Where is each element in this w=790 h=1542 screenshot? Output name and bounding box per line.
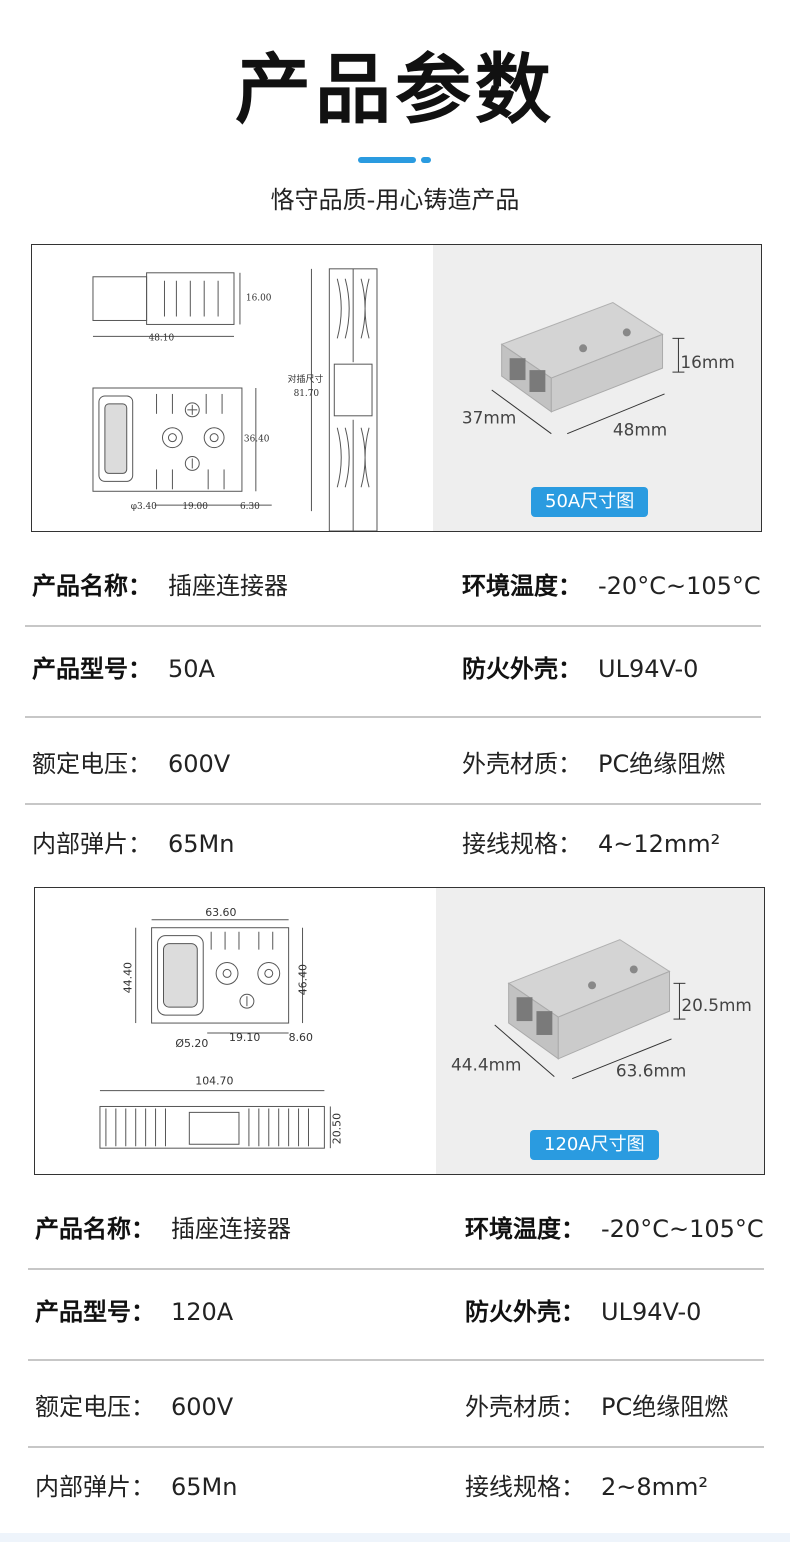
spec-value: 50A [168, 655, 215, 683]
dim-120a-hole-dia: Ø5.20 [175, 1037, 208, 1050]
spec-box-50a: 16.00 48.10 对插尺寸 81.70 36.40 φ3.40 19.00… [31, 244, 762, 532]
dim-120a-side-height: 20.50 [330, 1113, 343, 1144]
connector-illustration-120a: 20.5mm 44.4mm 63.6mm [451, 939, 752, 1081]
spec-value: 120A [171, 1298, 234, 1326]
title-accent-bar-dot [421, 157, 431, 163]
page-subtitle: 恪守品质-用心铸造产品 [270, 186, 520, 214]
spec-value: -20°C~105°C [598, 572, 761, 600]
row-divider [25, 625, 761, 627]
connector-illustration-50a: 16mm 37mm 48mm [462, 302, 735, 440]
drawing-120a-svg: 63.60 44.40 46.40 Ø5.20 19.10 8.60 104.7… [99, 906, 343, 1149]
title-accent-bar-long [358, 157, 416, 163]
spec-value: 600V [168, 750, 231, 778]
photo-120a-length: 63.6mm [616, 1061, 686, 1081]
photo-50a-width: 37mm [462, 408, 516, 428]
row-divider [28, 1446, 764, 1448]
dim-50a-hole-dia: φ3.40 [131, 502, 157, 512]
row-divider [28, 1359, 764, 1361]
dim-50a-mate-value: 81.70 [294, 389, 320, 399]
spec-label: 内部弹片： [32, 830, 152, 858]
drawing-50a-svg: 16.00 48.10 对插尺寸 81.70 36.40 φ3.40 19.00… [92, 268, 378, 531]
spec-value: -20°C~105°C [601, 1215, 764, 1243]
spec-row: 产品型号： 50A 防火外壳： UL94V-0 [0, 649, 790, 689]
dim-50a-pitch: 19.00 [182, 502, 208, 512]
spec-label: 产品型号： [32, 655, 152, 683]
technical-drawing-50a: 16.00 48.10 对插尺寸 81.70 36.40 φ3.40 19.00… [32, 245, 433, 531]
technical-drawing-120a: 63.60 44.40 46.40 Ø5.20 19.10 8.60 104.7… [35, 888, 436, 1174]
spec-label: 额定电压： [32, 750, 152, 778]
spec-value: 插座连接器 [168, 572, 288, 600]
dim-120a-width: 63.60 [205, 906, 236, 919]
spec-row: 产品名称： 插座连接器 环境温度： -20°C~105°C [0, 566, 790, 606]
bottom-band [0, 1533, 790, 1542]
size-badge-50a: 50A尺寸图 [531, 487, 649, 517]
spec-label: 接线规格： [462, 830, 582, 858]
spec-value: UL94V-0 [598, 655, 699, 683]
dim-50a-length: 48.10 [149, 333, 175, 343]
spec-value: 65Mn [171, 1473, 238, 1501]
spec-value: PC绝缘阻燃 [598, 750, 726, 778]
dim-50a-mate-label: 对插尺寸 [288, 373, 324, 385]
spec-label: 外壳材质： [462, 750, 582, 778]
spec-value: UL94V-0 [601, 1298, 702, 1326]
dim-120a-pitch: 19.10 [229, 1031, 260, 1044]
spec-value: 600V [171, 1393, 234, 1421]
photo-120a-width: 44.4mm [451, 1055, 521, 1075]
dim-120a-offset: 8.60 [289, 1031, 313, 1044]
spec-value: 65Mn [168, 830, 235, 858]
spec-label: 外壳材质： [465, 1393, 585, 1421]
spec-row: 额定电压： 600V 外壳材质： PC绝缘阻燃 [0, 744, 790, 784]
dim-50a-offset: 6.30 [240, 502, 260, 512]
spec-value: 4~12mm² [598, 830, 721, 858]
row-divider [25, 716, 761, 718]
size-badge-120a: 120A尺寸图 [530, 1130, 659, 1160]
spec-value: 2~8mm² [601, 1473, 709, 1501]
spec-row: 额定电压： 600V 外壳材质： PC绝缘阻燃 [0, 1387, 790, 1427]
spec-box-120a: 63.60 44.40 46.40 Ø5.20 19.10 8.60 104.7… [34, 887, 765, 1175]
spec-label: 内部弹片： [35, 1473, 155, 1501]
dim-120a-side-length: 104.70 [195, 1075, 233, 1088]
photo-50a-length: 48mm [613, 420, 667, 440]
spec-row: 产品名称： 插座连接器 环境温度： -20°C~105°C [0, 1209, 790, 1249]
spec-label: 产品型号： [35, 1298, 155, 1326]
spec-label: 产品名称： [32, 572, 152, 600]
spec-value: PC绝缘阻燃 [601, 1393, 729, 1421]
page-title: 产品参数 [235, 45, 555, 134]
dim-120a-left-height: 44.40 [122, 962, 135, 993]
spec-label: 额定电压： [35, 1393, 155, 1421]
spec-label: 环境温度： [465, 1215, 585, 1243]
spec-label: 防火外壳： [462, 655, 582, 683]
spec-row: 产品型号： 120A 防火外壳： UL94V-0 [0, 1292, 790, 1332]
spec-row: 内部弹片： 65Mn 接线规格： 2~8mm² [0, 1467, 790, 1507]
spec-label: 产品名称： [35, 1215, 155, 1243]
product-photo-120a: 20.5mm 44.4mm 63.6mm 120A尺寸图 [436, 888, 764, 1174]
spec-label: 环境温度： [462, 572, 582, 600]
spec-row: 内部弹片： 65Mn 接线规格： 4~12mm² [0, 824, 790, 864]
row-divider [28, 1268, 764, 1270]
product-photo-50a: 16mm 37mm 48mm 50A尺寸图 [433, 245, 761, 531]
dim-120a-right-height: 46.40 [297, 964, 310, 995]
dim-50a-front-height: 36.40 [244, 435, 270, 445]
dim-50a-top-height: 16.00 [246, 294, 272, 304]
spec-label: 防火外壳： [465, 1298, 585, 1326]
spec-value: 插座连接器 [171, 1215, 291, 1243]
spec-label: 接线规格： [465, 1473, 585, 1501]
row-divider [25, 803, 761, 805]
photo-120a-height: 20.5mm [681, 995, 751, 1015]
photo-50a-height: 16mm [680, 352, 734, 372]
